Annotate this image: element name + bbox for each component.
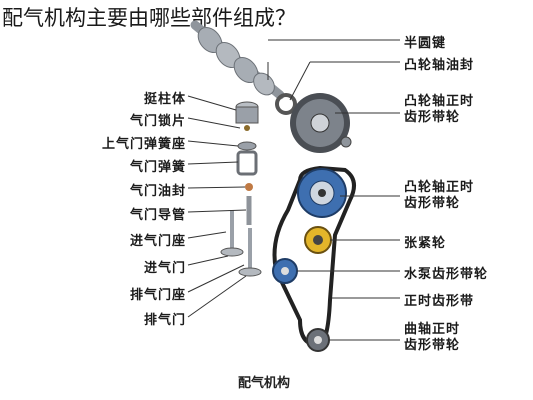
right-leader-lines <box>267 39 400 341</box>
label-camshaft-pulley-1-line2: 齿形带轮 <box>404 110 461 125</box>
question-text: 配气机构主要由哪些部件组成？ <box>2 6 296 30</box>
label-camshaft-pulley-2: 凸轮轴正时 齿形带轮 <box>404 180 474 212</box>
label-camshaft-oil-seal: 凸轮轴油封 <box>404 58 475 73</box>
camshaft <box>190 20 285 100</box>
label-camshaft-pulley-2-line2: 齿形带轮 <box>404 196 461 211</box>
label-upper-spring-seat: 上气门弹簧座 <box>101 137 186 152</box>
label-valve-lock: 气门锁片 <box>129 114 186 129</box>
label-water-pump-pulley: 水泵齿形带轮 <box>404 267 489 282</box>
label-crank-pulley: 曲轴正时 齿形带轮 <box>404 322 460 354</box>
left-leader-lines <box>187 95 247 318</box>
label-camshaft-pulley-1: 凸轮轴正时 齿形带轮 <box>404 94 474 126</box>
label-camshaft-pulley-2-line1: 凸轮轴正时 <box>404 180 475 195</box>
label-intake-valve: 进气门 <box>143 261 186 276</box>
label-camshaft-pulley-1-line1: 凸轮轴正时 <box>404 94 475 109</box>
label-crank-pulley-line1: 曲轴正时 <box>404 322 461 337</box>
camshaft-timing-pulley <box>297 168 347 218</box>
label-half-round-key: 半圆键 <box>404 36 447 51</box>
label-valve-oil-seal: 气门油封 <box>129 184 186 199</box>
label-intake-valve-seat: 进气门座 <box>129 234 186 249</box>
diagram-caption: 配气机构 <box>238 376 291 391</box>
label-valve-spring: 气门弹簧 <box>129 160 186 175</box>
label-crank-pulley-line2: 齿形带轮 <box>404 338 461 353</box>
label-exhaust-valve-seat: 排气门座 <box>129 288 186 303</box>
label-tappet: 挺柱体 <box>143 92 186 107</box>
water-pump-pulley <box>272 258 298 284</box>
valves <box>220 210 262 277</box>
label-tensioner: 张紧轮 <box>404 236 447 251</box>
camshaft-pulley-top <box>290 93 352 153</box>
oil-seal-ring <box>275 93 297 115</box>
crank-pulley <box>306 328 330 352</box>
label-timing-belt: 正时齿形带 <box>404 294 475 309</box>
label-valve-guide: 气门导管 <box>129 208 186 223</box>
tappet-stack <box>235 101 259 225</box>
tensioner-wheel <box>304 226 332 254</box>
label-exhaust-valve: 排气门 <box>143 313 186 328</box>
